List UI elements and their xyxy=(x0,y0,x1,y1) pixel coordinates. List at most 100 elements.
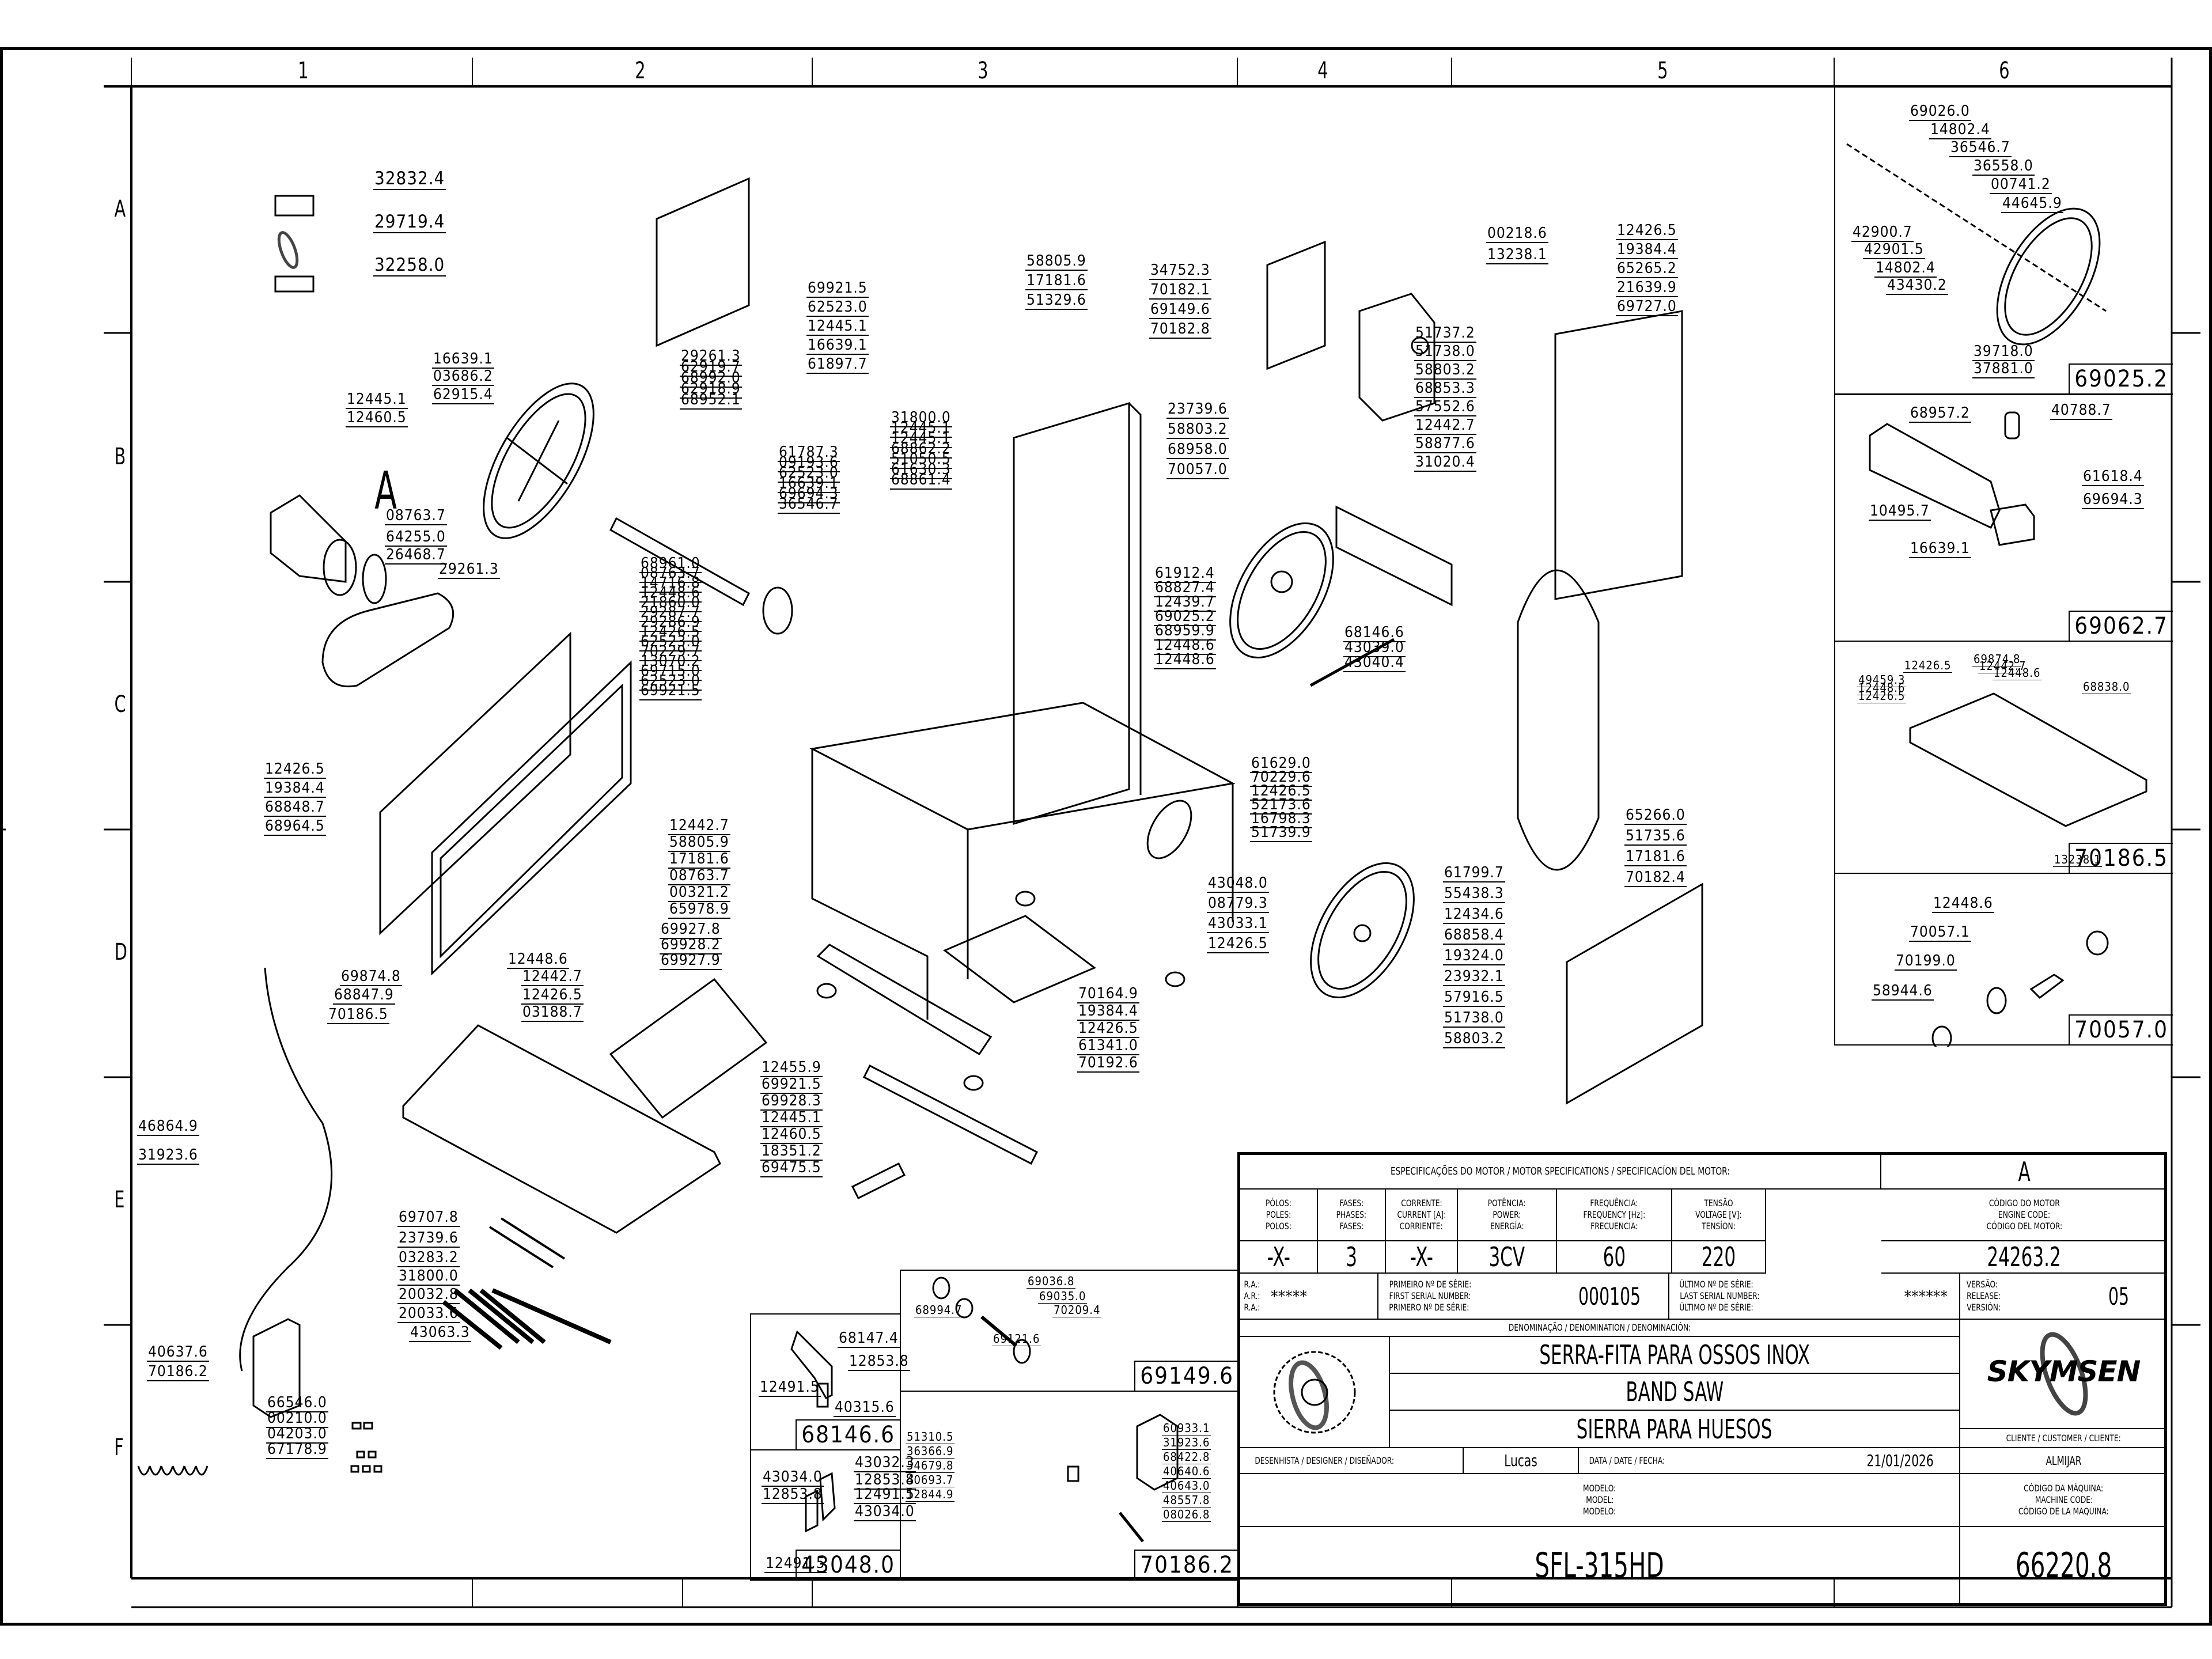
belt-guard-frame-icon xyxy=(431,660,632,976)
part-callout-left-column: 29286.9 xyxy=(639,613,702,632)
inset-part-callout: 70209.4 xyxy=(1052,1303,1102,1317)
machine-code-header-es: CÓDIGO DE LA MAQUINA: xyxy=(2018,1506,2109,1517)
motor-code-cell: 24263.2 xyxy=(1881,1241,2167,1274)
part-callout-decals: 29719.4 xyxy=(373,211,446,233)
spec-header-text: POWER: xyxy=(1493,1209,1521,1220)
spec-value-cell: 3 xyxy=(1318,1241,1386,1274)
part-callout-guard-group: 19384.4 xyxy=(264,779,326,798)
foot-plate-icon xyxy=(943,915,1096,1003)
first-serial-header-pt: PRIMEIRO Nº DE SÉRIE: xyxy=(1389,1279,1472,1290)
lower-disc-icon xyxy=(1146,800,1192,859)
spec-value-cell: 60 xyxy=(1557,1241,1672,1274)
spec-header-text: FREQUENCY [Hz]: xyxy=(1583,1209,1645,1220)
part-callout-switch-group: 69149.6 xyxy=(1149,301,1211,319)
version-header-pt: VERSÃO: xyxy=(1966,1279,1998,1290)
part-callout-push-rod: 12445.1 xyxy=(760,1109,823,1127)
part-callout-hardware-kit: 00210.0 xyxy=(266,1410,328,1428)
part-callout-carriage: 69927.8 xyxy=(660,921,722,939)
inset-part-callout: 12448.6 xyxy=(1932,895,1994,913)
inset-part-callout: 42900.7 xyxy=(1851,224,1914,242)
power-cable-icon xyxy=(239,967,333,1372)
model-header-pt: MODELO: xyxy=(1583,1483,1616,1494)
drive-pulley-icon xyxy=(483,382,594,539)
part-callout-left-column: 21860.0 xyxy=(639,594,702,612)
inset-part-callout: 14802.4 xyxy=(1874,259,1937,278)
spec-header-cell: CORRENTE:CURRENT [A]:CORRIENTE: xyxy=(1386,1190,1458,1241)
part-callout-hardware-kit: 04203.0 xyxy=(266,1425,328,1444)
part-callout-motor-group: 03686.2 xyxy=(432,368,494,386)
first-serial-cell: PRIMEIRO Nº DE SÉRIE: FIRST SERIAL NUMBE… xyxy=(1378,1274,1669,1320)
part-callout-table-group: 70186.5 xyxy=(327,1006,389,1024)
inset-part-callout: 43430.2 xyxy=(1886,276,1948,295)
spec-header-text: ENERGÍA: xyxy=(1490,1221,1524,1232)
part-callout-door-lower: 70182.4 xyxy=(1624,869,1687,887)
designer-header: DESENHISTA / DESIGNER / DISEÑADOR: xyxy=(1255,1455,1394,1466)
control-box-icon xyxy=(252,1318,301,1418)
part-callout-pillar-group: 12445.1 xyxy=(890,419,952,438)
denomination-header: DENOMINAÇÃO / DENOMINATION / DENOMINACIÓ… xyxy=(1508,1322,1691,1333)
part-callout-lower-wheel: 19324.0 xyxy=(1443,947,1505,965)
spec-header-text: POLES: xyxy=(1266,1209,1291,1220)
inset-part-callout: 12853.8 xyxy=(848,1353,910,1371)
part-callout-table-group: 12448.6 xyxy=(507,950,569,969)
part-callout-pillar-group: 12445.1 xyxy=(890,430,952,448)
inset-part-callout: 40315.6 xyxy=(834,1399,896,1417)
part-callout-motor-group: 12460.5 xyxy=(346,409,408,427)
inset-part-callout: 13238.1 xyxy=(2053,853,2103,867)
grid-row-A: A xyxy=(114,196,126,222)
spec-header-cell: PÓLOS:POLES:POLOS: xyxy=(1240,1190,1318,1241)
grid-row-B: B xyxy=(114,444,126,470)
inset-id: 70057.0 xyxy=(2069,1014,2173,1044)
inset-id: 70186.5 xyxy=(2069,843,2173,873)
first-serial-header-es: PRIMERO Nº DE SÉRIE: xyxy=(1389,1302,1469,1313)
part-callout-upper-wheel: 23739.6 xyxy=(1166,400,1229,419)
part-callout-door-hinge: 12442.7 xyxy=(1414,416,1476,435)
base-rail-icon xyxy=(816,944,993,1056)
spec-header-text: FASES: xyxy=(1339,1221,1363,1232)
motor-marker: A xyxy=(374,461,397,521)
model: SFL-315HD xyxy=(1535,1546,1665,1586)
part-callout-left-column: 69921.5 xyxy=(639,682,702,700)
threaded-rod-icon xyxy=(442,1288,612,1350)
part-callout-motor-group: 26468.7 xyxy=(385,546,447,565)
lower-wheel-icon xyxy=(1310,862,1415,999)
part-callout-foot: 19384.4 xyxy=(1077,1002,1139,1021)
grid-row-D: D xyxy=(114,939,127,965)
switch-box-icon xyxy=(1136,1414,1179,1491)
part-callout-left-column: 62523.0 xyxy=(639,672,702,691)
part-callout-foot: 12426.5 xyxy=(1077,1020,1139,1038)
inset-part-callout: 12844.9 xyxy=(906,1487,955,1502)
designer-cell: DESENHISTA / DESIGNER / DISEÑADOR: xyxy=(1240,1448,1464,1474)
inset-part-callout: 43034.0 xyxy=(854,1503,916,1521)
inset-part-callout: 69026.0 xyxy=(1909,103,1971,121)
motor-spec-title-cell: ESPECIFICAÇÕES DO MOTOR / MOTOR SPECIFIC… xyxy=(1240,1155,1881,1190)
motor-icon xyxy=(270,494,357,596)
part-callout-pillar-group: 51050.5 xyxy=(890,450,952,469)
part-callout-table-group: 03188.7 xyxy=(521,1003,584,1022)
last-serial-header-pt: ÚLTIMO Nº DE SÉRIE: xyxy=(1679,1279,1753,1290)
inset-part-callout: 40788.7 xyxy=(2050,402,2112,420)
part-callout-cable: 31923.6 xyxy=(137,1146,199,1165)
inset-part-callout: 12448.6 xyxy=(1993,666,2042,680)
part-callout-push-rod: 12455.9 xyxy=(760,1059,823,1077)
part-callout-pillar-group: 68862.2 xyxy=(890,440,952,459)
part-callout-mid-column: 16639.1 xyxy=(778,475,840,493)
part-callout-upper-mid: 58805.9 xyxy=(1025,252,1088,271)
spec-header-text: CORRENTE: xyxy=(1400,1198,1442,1209)
inset-part-callout: 40693.7 xyxy=(906,1473,955,1487)
manual-decal-icon xyxy=(274,195,315,217)
part-callout-guard-group: 68848.7 xyxy=(264,798,326,817)
spec-header-cell: FASES:PHASES:FASES: xyxy=(1318,1190,1386,1241)
part-callout-switch-right: 00218.6 xyxy=(1486,225,1548,243)
denomination-en-cell: BAND SAW xyxy=(1390,1374,1960,1411)
part-callout-pillar-group: 68861.4 xyxy=(890,471,952,490)
customer-header-cell: CLIENTE / CUSTOMER / CLIENTE: xyxy=(1960,1429,2167,1448)
push-rod-icon xyxy=(862,1064,1039,1165)
handwheel-icon xyxy=(1996,207,2101,346)
machine-column-icon xyxy=(1013,402,1130,825)
inset-id: 43048.0 xyxy=(796,1550,900,1580)
inset-part-callout: 51310.5 xyxy=(906,1430,955,1444)
